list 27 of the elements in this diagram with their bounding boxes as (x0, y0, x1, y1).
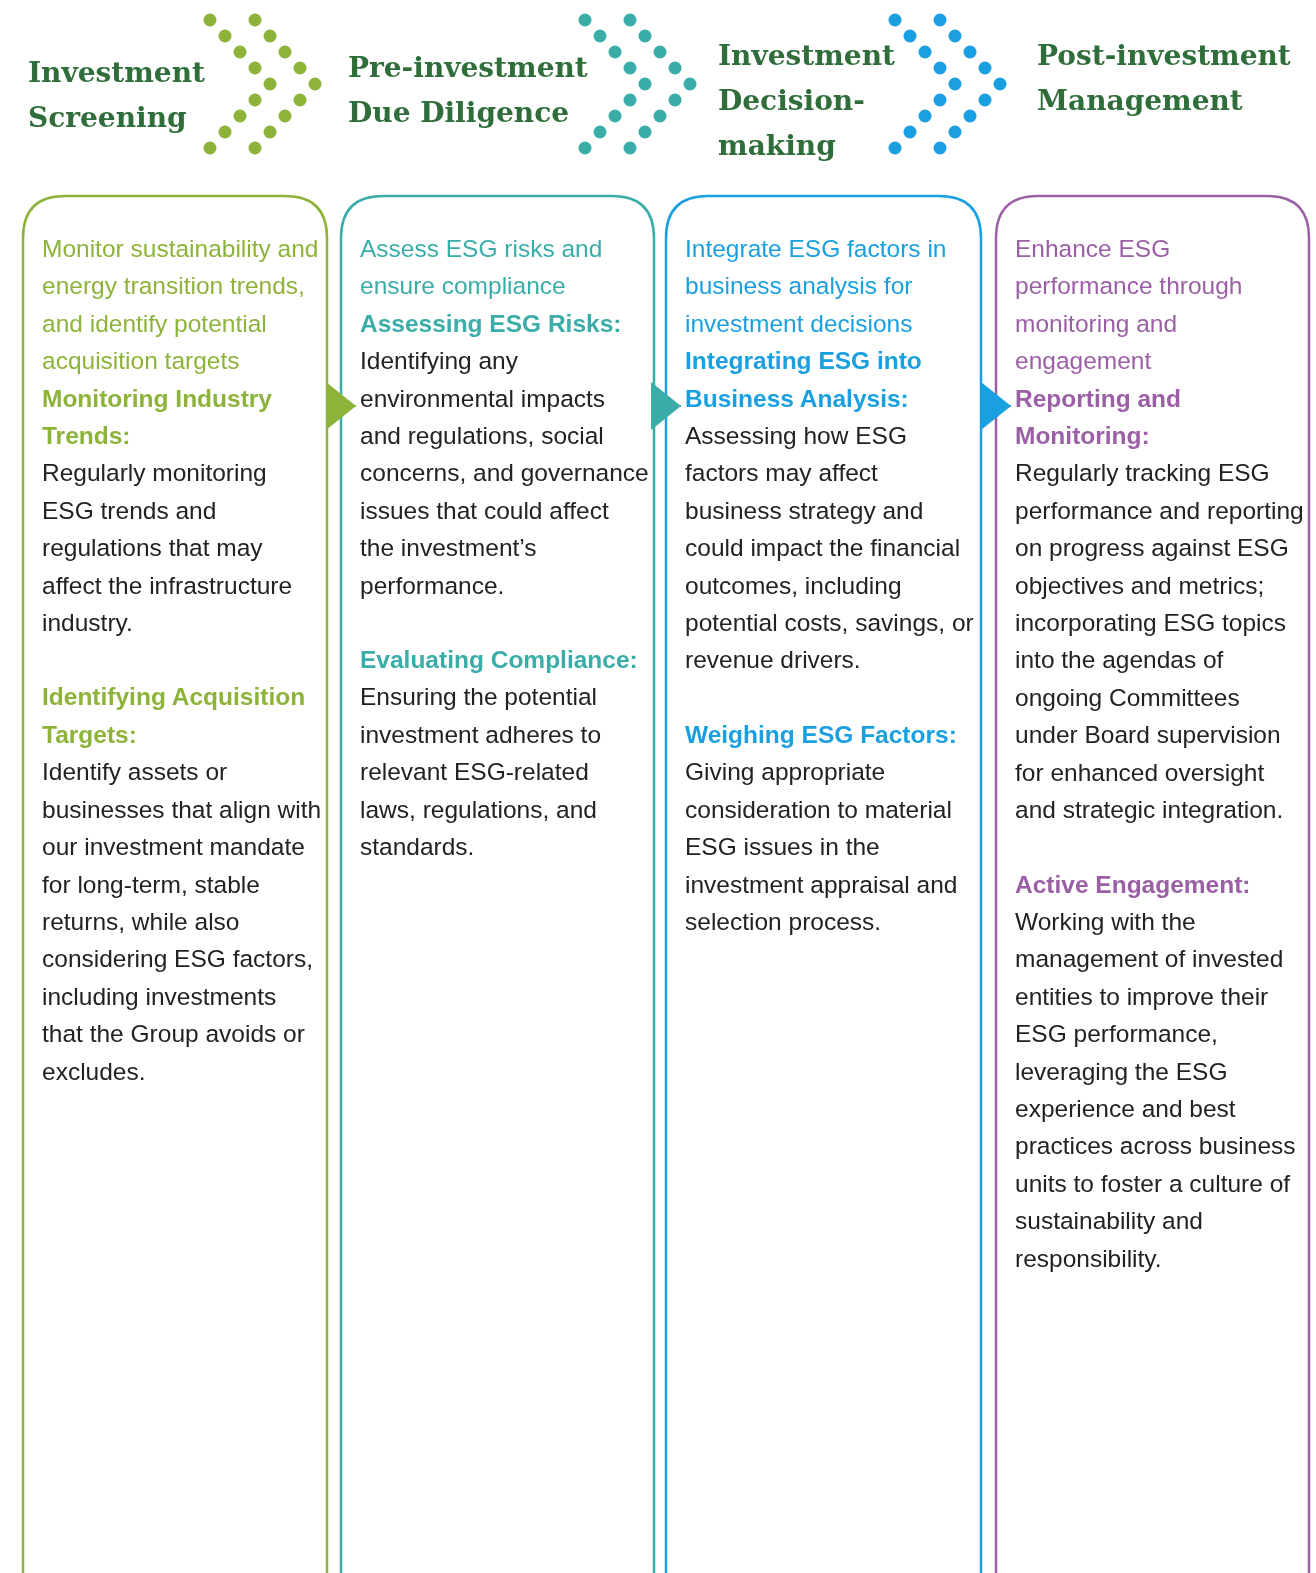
section-heading: Weighing ESG Factors: (685, 719, 958, 750)
section-heading: Integrating ESG into Business Analysis: (685, 346, 923, 414)
stage-summary: Integrate ESG factors in business analysis for investment decisions (685, 234, 948, 339)
arrow (651, 382, 682, 430)
stage-heading: Pre-investment Due Diligence (348, 50, 589, 131)
arrow (325, 382, 357, 430)
section-heading: Evaluating Compliance: (360, 645, 639, 676)
stage-summary: Monitor sustainability and energy transition trends, and identify potential acquisition targets (42, 234, 320, 377)
section-description: Assessing how ESG factors may affect business strategy and could impact the financial outcomes, including potential costs, savings, or revenue drivers. (685, 421, 975, 676)
section-heading: Assessing ESG Risks: (360, 308, 623, 339)
section-description: Working with the management of invested entities to improve their ESG performance, leveraging the ESG experience and best practices across business units to foster a culture of sustainability and responsibility. (1015, 906, 1297, 1274)
arrow (979, 382, 1012, 430)
section-description: Regularly tracking ESG performance and reporting on progress against ESG objectives and metrics; incorporating ESG topics into the agendas of ongoing Committees under Board supervision for enhanced oversight and strategic integration. (1015, 458, 1304, 826)
section-heading: Active Engagement: (1015, 869, 1252, 900)
stage-heading: Investment Screening (28, 55, 206, 136)
section-description: Identify assets or businesses that align with our investment mandate for long-term, stable returns, while also considering ESG factors, including investments that the Group avoids or excludes. (42, 757, 322, 1087)
section-heading: Reporting and Monitoring: (1015, 383, 1183, 452)
stage-summary: Enhance ESG performance through monitoring and engagement (1015, 234, 1244, 377)
section-heading: Identifying Acquisition Targets: (42, 682, 307, 750)
section-description: Giving appropriate consideration to material ESG issues in the investment appraisal and selection process. (685, 757, 959, 937)
stage-summary: Assess ESG risks and ensure compliance (360, 234, 604, 302)
section-description: Ensuring the potential investment adheres to relevant ESG-related laws, regulations, and standards. (360, 682, 603, 863)
section-description: Regularly monitoring ESG trends and regulations that may affect the infrastructure industry. (42, 458, 294, 639)
section-description: Identifying any environmental impacts and regulations, social concerns, and governance issues that could affect the investment’s performance. (360, 346, 649, 601)
stage-heading: Post-investment Management (1037, 38, 1292, 119)
section-heading: Monitoring Industry Trends: (42, 383, 273, 452)
stage-heading: Investment Decision-making (718, 38, 896, 164)
